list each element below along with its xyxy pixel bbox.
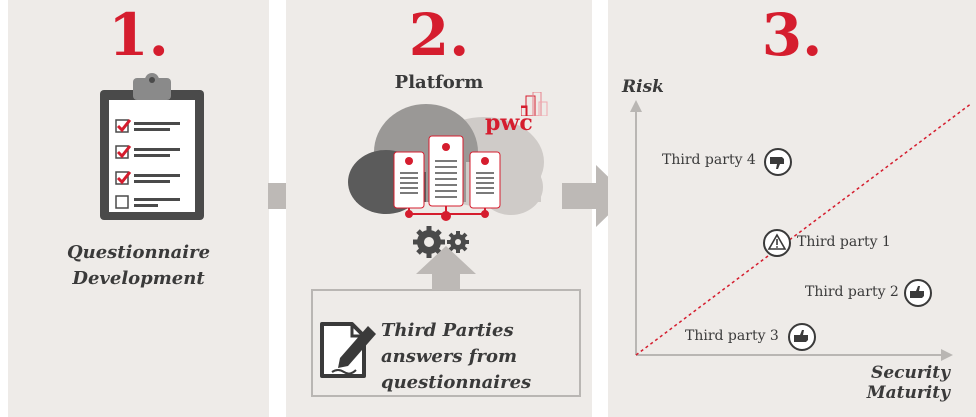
- third-parties-line2: answers from: [381, 346, 517, 367]
- x-axis: [636, 349, 953, 361]
- pwc-logo: pwc: [483, 92, 553, 142]
- step-3-panel: 3.: [608, 0, 976, 417]
- step-1-number: 1.: [108, 1, 169, 69]
- point-label: Third party 1: [797, 234, 891, 250]
- y-axis: [630, 100, 642, 355]
- point-third-party-4: Third party 4: [662, 152, 756, 168]
- point-third-party-3: Third party 3: [685, 328, 779, 344]
- step-1-label-line1: Questionnaire: [66, 242, 211, 263]
- x-axis-label-line1: Security: [871, 363, 950, 383]
- x-axis-label-line2: Maturity: [866, 383, 950, 403]
- cloud-platform-icon: [348, 104, 544, 258]
- risk-diagonal-line: [635, 102, 973, 356]
- point-label: Third party 3: [685, 328, 779, 344]
- point-third-party-2: Third party 2: [805, 284, 899, 300]
- point-third-party-1: Third party 1: [797, 234, 891, 250]
- pwc-logo-mark: [521, 92, 548, 116]
- thumbs-up-icon: [788, 323, 816, 351]
- x-axis-label: Security Maturity: [840, 363, 950, 403]
- platform-title: Platform: [394, 72, 484, 93]
- thumbs-up-icon: [904, 279, 932, 307]
- third-parties-line3: questionnaires: [381, 372, 532, 393]
- step-2-number: 2.: [408, 1, 470, 69]
- third-parties-line1: Third Parties: [381, 320, 514, 341]
- step-1-label: Questionnaire Development: [8, 240, 269, 292]
- risk-chart: [630, 100, 973, 361]
- point-label: Third party 2: [805, 284, 899, 300]
- step-1-panel: 1. Questionnaire Development: [8, 0, 269, 417]
- document-edit-icon: [320, 322, 376, 378]
- thumbs-down-icon: [764, 148, 792, 176]
- third-parties-box: [311, 289, 581, 397]
- arrow-up-icon: [416, 246, 476, 290]
- step-1-label-line2: Development: [72, 268, 205, 289]
- step-3-number: 3.: [761, 1, 823, 69]
- point-label: Third party 4: [662, 152, 756, 168]
- y-axis-label: Risk: [622, 77, 664, 97]
- warning-icon: [763, 229, 791, 257]
- clipboard-icon: [100, 73, 204, 220]
- third-parties-text: Third Parties answers from questionnaire…: [381, 318, 591, 396]
- pwc-logo-text: pwc: [485, 110, 533, 136]
